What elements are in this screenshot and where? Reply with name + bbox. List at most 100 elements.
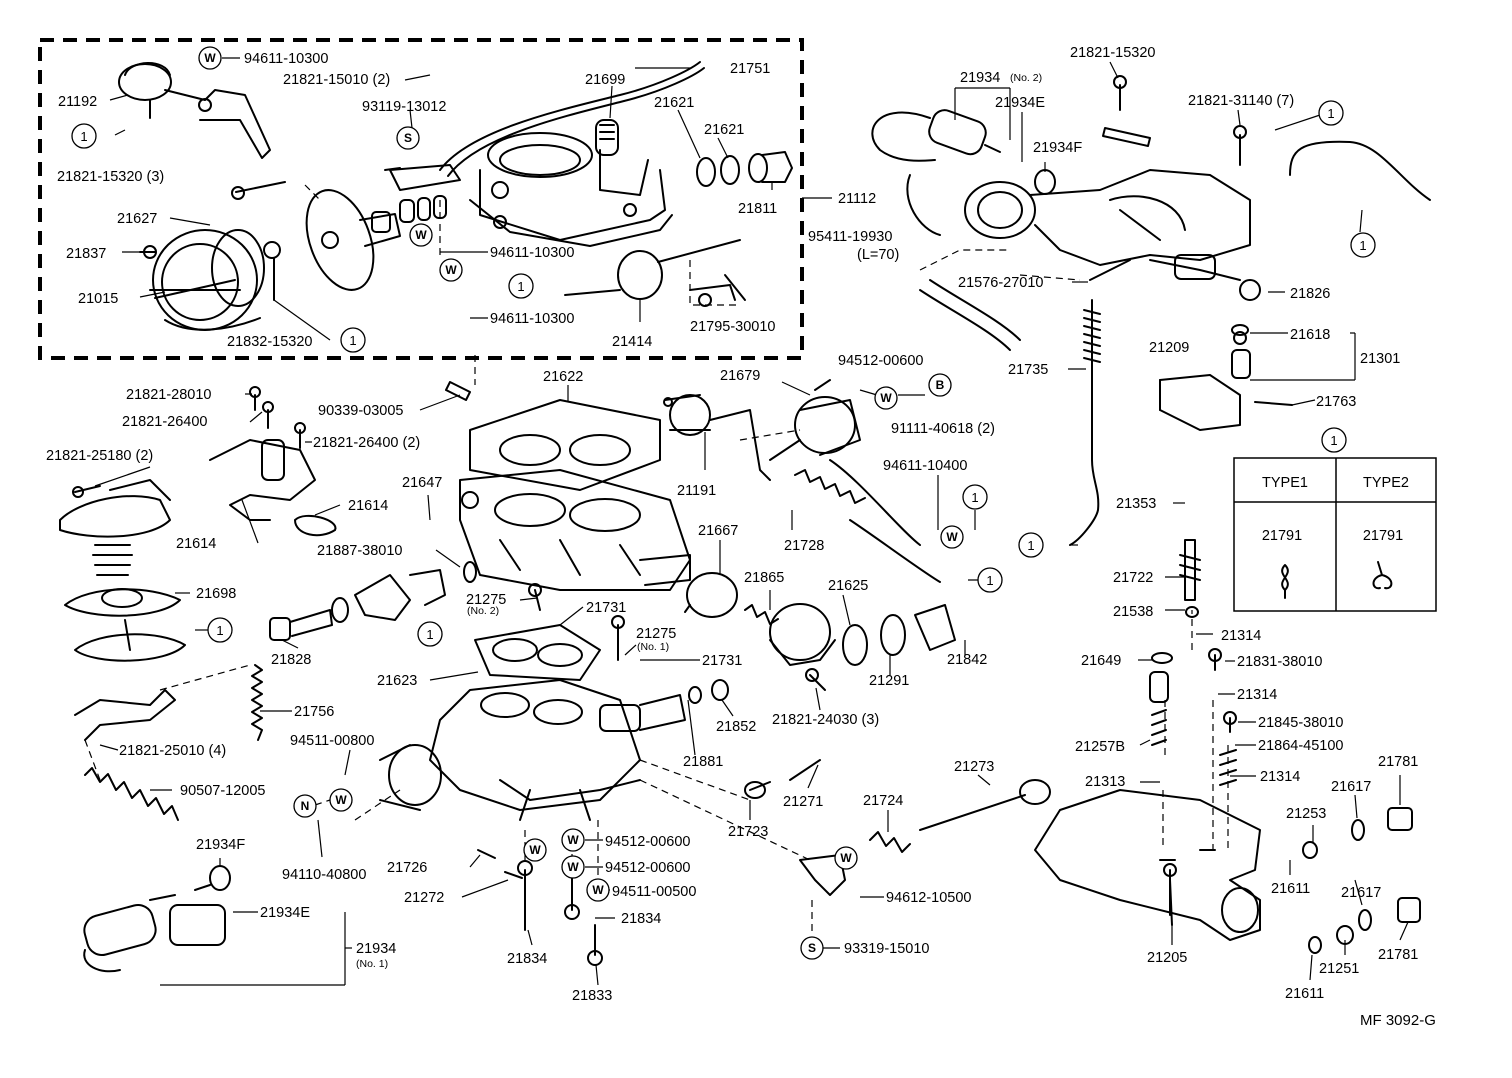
linkage-21756-drawing — [74, 664, 263, 741]
part-label: 21314 — [1237, 687, 1277, 703]
part-drawings — [59, 61, 1431, 973]
part-label: 21731 — [586, 600, 626, 616]
ref-marker: 1 — [417, 621, 443, 647]
part-label: 21728 — [784, 538, 824, 554]
part-label: 21257B — [1075, 739, 1125, 755]
part-label: 94611-10400 — [883, 458, 967, 474]
part-label: 21679 — [720, 368, 760, 384]
svg-text:N: N — [301, 799, 310, 813]
part-label: 21845-38010 — [1258, 715, 1343, 731]
part-label: 21887-38010 — [317, 543, 402, 559]
svg-text:1: 1 — [80, 129, 87, 144]
rod-21735-drawing — [1069, 299, 1101, 546]
ref-marker: 1 — [1318, 100, 1344, 126]
part-label: 21726 — [387, 860, 427, 876]
part-label: 21828 — [271, 652, 311, 668]
reference-markers: 1 1 1 1 1 1 1 1 1 1 1 — [71, 100, 1376, 647]
part-label: 21834 — [507, 951, 547, 967]
svg-text:1: 1 — [1327, 106, 1334, 121]
air-horn-drawing — [469, 119, 673, 247]
part-label: 21271 — [783, 794, 823, 810]
part-label: 21414 — [612, 334, 652, 350]
part-labels: 94611-10300 21821-15010 (2) 21192 93119-… — [46, 45, 1436, 1029]
part-label: 21781 — [1378, 754, 1418, 770]
svg-text:W: W — [445, 263, 457, 277]
part-label: 21647 — [402, 475, 442, 491]
part-label: 21314 — [1260, 769, 1300, 785]
part-label: 21301 — [1360, 351, 1400, 367]
w-marker: W — [409, 223, 433, 247]
part-label: 21251 — [1319, 961, 1359, 977]
part-label: 21209 — [1149, 340, 1189, 356]
part-label: 21313 — [1085, 774, 1125, 790]
spring-90507-drawing — [84, 767, 179, 821]
part-label: 21617 — [1341, 885, 1381, 901]
ref-marker: 1 — [340, 327, 366, 353]
part-label: 21614 — [348, 498, 388, 514]
part-label: 94110-40800 — [282, 867, 366, 883]
part-label: 21821-26400 — [122, 414, 207, 430]
type-table-col-2: TYPE2 — [1363, 475, 1409, 491]
part-label: 94512-00600 — [605, 860, 690, 876]
spring-21728-drawing — [794, 469, 866, 504]
type-table-part-1: 21791 — [1262, 528, 1302, 544]
part-label: 21865 — [744, 570, 784, 586]
ref-marker: 1 — [962, 484, 988, 510]
part-label: 21735 — [1008, 362, 1048, 378]
part-label: 21273 — [954, 759, 994, 775]
actuator-21192-drawing — [118, 62, 271, 159]
part-label-sub: (No. 2) — [467, 605, 499, 617]
part-label: 21731 — [702, 653, 742, 669]
ref-marker: 1 — [1018, 532, 1044, 558]
n-marker: N — [293, 794, 317, 818]
part-label: 21833 — [572, 988, 612, 1004]
part-label: 21781 — [1378, 947, 1418, 963]
bolts-drawing — [72, 75, 1249, 966]
part-label: 21722 — [1113, 570, 1153, 586]
part-label: 94511-00800 — [290, 733, 374, 749]
solenoid-no1-drawing — [83, 884, 226, 973]
part-label: 21611 — [1285, 986, 1324, 1002]
part-label: 21934E — [995, 95, 1045, 111]
leader-lines — [94, 57, 1409, 986]
part-label: 21618 — [1290, 327, 1330, 343]
svg-text:1: 1 — [426, 627, 433, 642]
part-label: 21649 — [1081, 653, 1121, 669]
svg-text:B: B — [936, 378, 945, 392]
part-label: 21821-31140 (7) — [1188, 93, 1294, 109]
ref-marker: 1 — [977, 567, 1003, 593]
svg-text:W: W — [880, 391, 892, 405]
svg-text:W: W — [567, 833, 579, 847]
svg-text:1: 1 — [1027, 538, 1034, 553]
ref-marker: 1 — [1321, 427, 1347, 453]
s-marker: S — [800, 936, 824, 960]
part-label: 21852 — [716, 719, 756, 735]
jets-right-drawing — [1149, 539, 1421, 954]
part-label: 21811 — [738, 201, 777, 217]
part-label: 21763 — [1316, 394, 1356, 410]
part-label: 21751 — [730, 61, 770, 77]
part-label: 21795-30010 — [690, 319, 775, 335]
part-label: 94611-10300 — [490, 311, 574, 327]
svg-text:W: W — [567, 860, 579, 874]
part-label-sub: (No. 1) — [356, 958, 388, 970]
w-marker: W — [586, 878, 610, 902]
solenoid-no2-drawing — [871, 109, 1001, 236]
ref-marker: 1 — [1350, 232, 1376, 258]
ref-marker: 1 — [207, 617, 233, 643]
main-body-drawing — [459, 469, 691, 591]
svg-text:W: W — [335, 793, 347, 807]
w-marker: W — [561, 855, 585, 879]
part-label: 21821-25010 (4) — [119, 743, 226, 759]
part-label: 21253 — [1286, 806, 1326, 822]
svg-text:W: W — [415, 228, 427, 242]
svg-text:1: 1 — [971, 490, 978, 505]
part-label: 21821-15320 (3) — [57, 169, 164, 185]
screw-21828-drawing — [269, 561, 477, 641]
part-label: (L=70) — [857, 247, 899, 263]
part-label: 21724 — [863, 793, 903, 809]
part-label: 21538 — [1113, 604, 1153, 620]
part-label: 21611 — [1271, 881, 1310, 897]
part-label: 21837 — [66, 246, 106, 262]
cover-21698-drawing — [59, 479, 186, 662]
